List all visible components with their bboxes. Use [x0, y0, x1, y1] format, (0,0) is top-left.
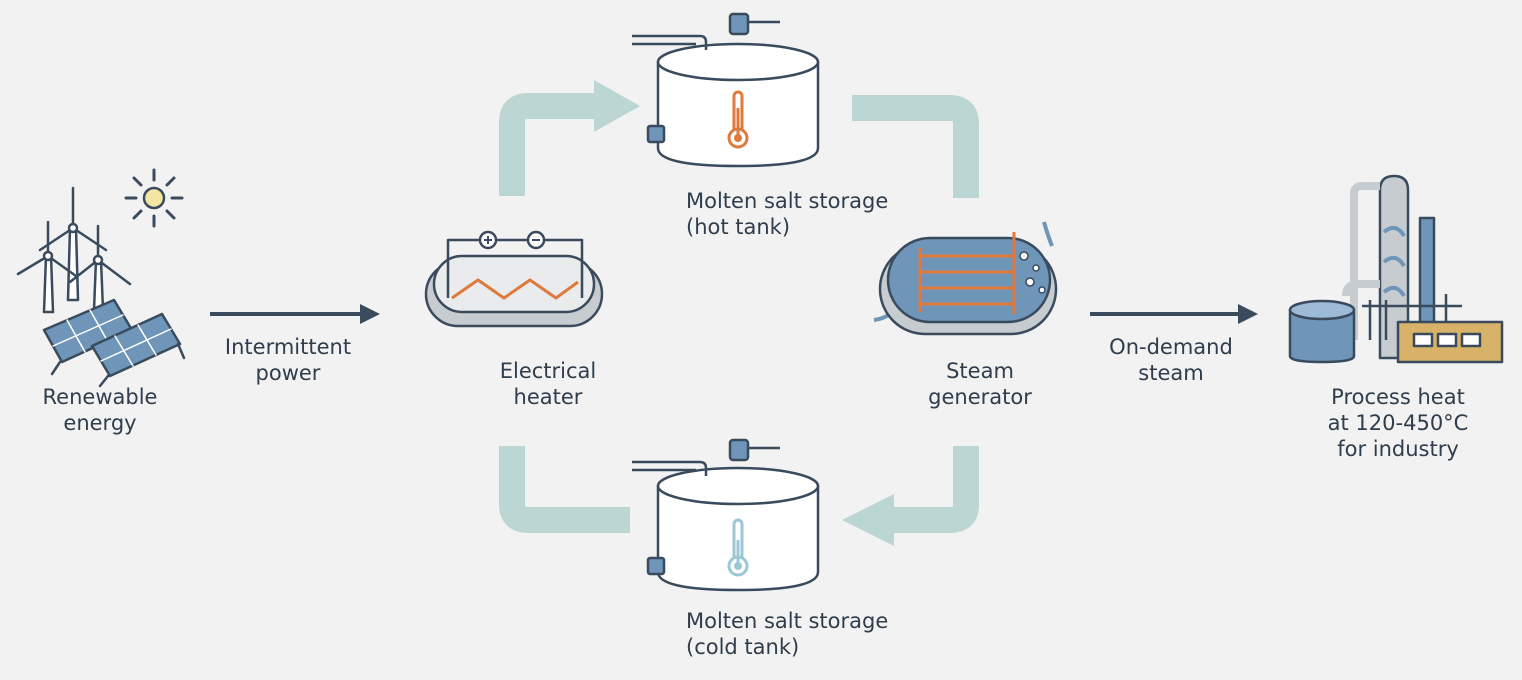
steam-generator-icon [873, 221, 1058, 336]
label-hot-tank-line2: (hot tank) [686, 215, 791, 239]
label-renewable-energy: Renewable energy [30, 384, 170, 436]
loop-arrowhead-cold [842, 494, 894, 546]
loop-arrows [499, 93, 979, 533]
hot-tank-icon [632, 12, 820, 168]
wind-turbine-icon [38, 186, 108, 302]
label-intermittent-power: Intermittent power [212, 334, 364, 386]
label-hot-tank: Molten salt storage (hot tank) [686, 188, 926, 240]
renewable-energy-icon [16, 168, 186, 388]
flow-arrow-steam [1090, 304, 1258, 324]
loop-arrow-heater-to-hot [499, 93, 600, 196]
sun-icon [124, 168, 184, 228]
loop-arrow-steam-to-cold [890, 446, 979, 533]
label-cold-tank-line2: (cold tank) [686, 635, 800, 659]
wind-turbine-icon [16, 220, 78, 314]
loop-arrow-hot-to-steam [852, 95, 979, 198]
loop-arrow-cold-to-heater [499, 446, 630, 533]
label-steam-generator: Steam generator [910, 358, 1050, 410]
label-on-demand-steam: On-demand steam [1096, 334, 1246, 386]
electrical-heater-icon [424, 230, 604, 328]
label-cold-tank: Molten salt storage (cold tank) [686, 608, 926, 660]
label-electrical-heater: Electrical heater [478, 358, 618, 410]
label-process-heat: Process heat at 120-450°C for industry [1310, 384, 1486, 462]
label-steam-gen-line2: generator [928, 385, 1032, 409]
loop-arrowhead-hot [594, 80, 640, 132]
label-process-line3: for industry [1337, 437, 1459, 461]
label-heater-line1: Electrical [499, 359, 597, 383]
label-steam-gen-line1: Steam [946, 359, 1014, 383]
label-renewable-line2: energy [63, 411, 137, 435]
label-on-demand-line2: steam [1138, 361, 1204, 385]
flow-arrow-power [210, 304, 380, 324]
label-on-demand-line1: On-demand [1109, 335, 1233, 359]
label-heater-line2: heater [513, 385, 583, 409]
cold-tank-icon [632, 438, 820, 592]
label-process-line2: at 120-450°C [1327, 411, 1469, 435]
solar-panel-icon [90, 312, 186, 388]
wind-turbine-icon [68, 224, 132, 312]
thermometer-hot-icon [727, 90, 749, 149]
label-cold-tank-line1: Molten salt storage [686, 609, 889, 633]
label-intermittent-line2: power [255, 361, 321, 385]
label-intermittent-line1: Intermittent [224, 335, 352, 359]
industrial-plant-icon [1288, 174, 1504, 364]
label-process-line1: Process heat [1331, 385, 1465, 409]
label-renewable-line1: Renewable [42, 385, 158, 409]
label-hot-tank-line1: Molten salt storage [686, 189, 889, 213]
thermometer-cold-icon [727, 518, 749, 577]
